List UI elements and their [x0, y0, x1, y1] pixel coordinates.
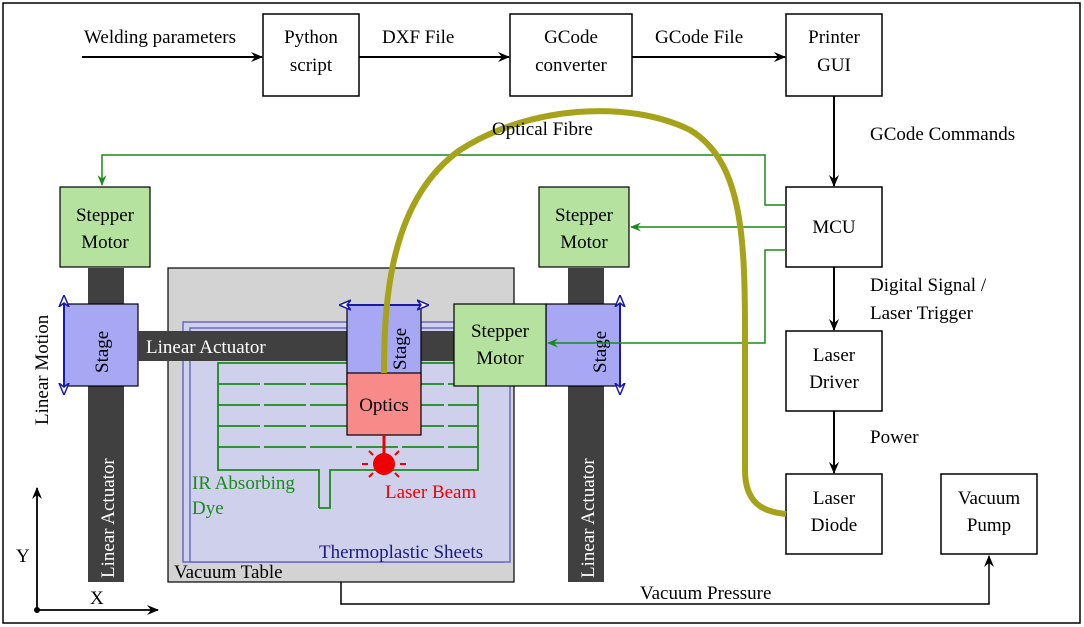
laser-diode-label-2: Diode	[811, 515, 857, 536]
printer-gui-label-2: GUI	[817, 55, 851, 76]
carriage-stepper-motor	[453, 303, 547, 387]
python-script-box	[262, 13, 360, 97]
y-axis-label: Y	[16, 546, 30, 567]
laser-driver-box	[785, 330, 883, 412]
vacuum-pump-label-1: Vacuum	[958, 488, 1020, 509]
left-stage	[63, 303, 139, 387]
digital-signal-label-1: Digital Signal /	[870, 275, 987, 296]
carriage-stepper-label-1: Stepper	[471, 321, 530, 342]
laser-diode-label-1: Laser	[813, 488, 856, 509]
thermoplastic-sheets-label: Thermoplastic Sheets	[319, 542, 483, 563]
optical-fibre-label: Optical Fibre	[492, 119, 593, 140]
optical-fibre	[381, 108, 787, 517]
center-stage-label: Stage	[390, 328, 411, 370]
ir-dye-label-1: IR Absorbing	[192, 473, 295, 494]
welding-parameters-label: Welding parameters	[84, 27, 236, 48]
x-axis-label: X	[90, 588, 104, 609]
axis-origin	[34, 607, 40, 613]
optics-label: Optics	[359, 395, 409, 416]
laser-driver-label-2: Driver	[809, 372, 859, 393]
python-script-label-2: script	[290, 55, 333, 76]
left-stage-label: Stage	[92, 331, 113, 373]
right-stepper-motor	[538, 186, 630, 268]
laser-diode-box	[785, 473, 883, 555]
left-stepper-label-1: Stepper	[76, 205, 135, 226]
left-stepper-motor	[59, 186, 151, 268]
laser-rays	[362, 450, 406, 478]
right-stepper-label-2: Motor	[560, 232, 608, 253]
printer-gui-label-1: Printer	[808, 27, 860, 48]
gcode-file-label: GCode File	[655, 27, 743, 48]
vacuum-pump-label-2: Pump	[967, 515, 1011, 536]
dxf-file-label: DXF File	[382, 27, 454, 48]
carriage-stepper-label-2: Motor	[476, 348, 524, 369]
right-stepper-label-1: Stepper	[555, 205, 614, 226]
right-stage-label: Stage	[590, 331, 611, 373]
python-script-label-1: Python	[284, 27, 338, 48]
gcode-commands-label: GCode Commands	[870, 124, 1015, 145]
vacuum-pump-box	[940, 473, 1038, 555]
left-linear-actuator-label: Linear Actuator	[98, 458, 119, 578]
mcu-label: MCU	[812, 217, 856, 238]
vacuum-pressure-line	[340, 555, 994, 605]
gcode-converter-label-1: GCode	[544, 27, 598, 48]
laser-driver-label-1: Laser	[813, 345, 856, 366]
horizontal-linear-actuator-label: Linear Actuator	[146, 337, 266, 358]
ir-dye-label-2: Dye	[192, 498, 224, 519]
control-signal-lines	[97, 154, 786, 348]
gcode-converter-box	[509, 13, 633, 97]
vacuum-table-label: Vacuum Table	[174, 562, 283, 583]
laser-spot	[373, 453, 395, 475]
power-label: Power	[870, 427, 919, 448]
left-stepper-label-2: Motor	[81, 232, 129, 253]
right-linear-actuator-label: Linear Actuator	[578, 458, 599, 578]
laser-beam-label: Laser Beam	[385, 482, 476, 503]
gcode-converter-label-2: converter	[535, 55, 607, 76]
linear-motion-label: Linear Motion	[32, 314, 53, 425]
digital-signal-label-2: Laser Trigger	[870, 303, 974, 324]
vacuum-pressure-label: Vacuum Pressure	[640, 583, 771, 604]
optics-box	[346, 372, 422, 436]
